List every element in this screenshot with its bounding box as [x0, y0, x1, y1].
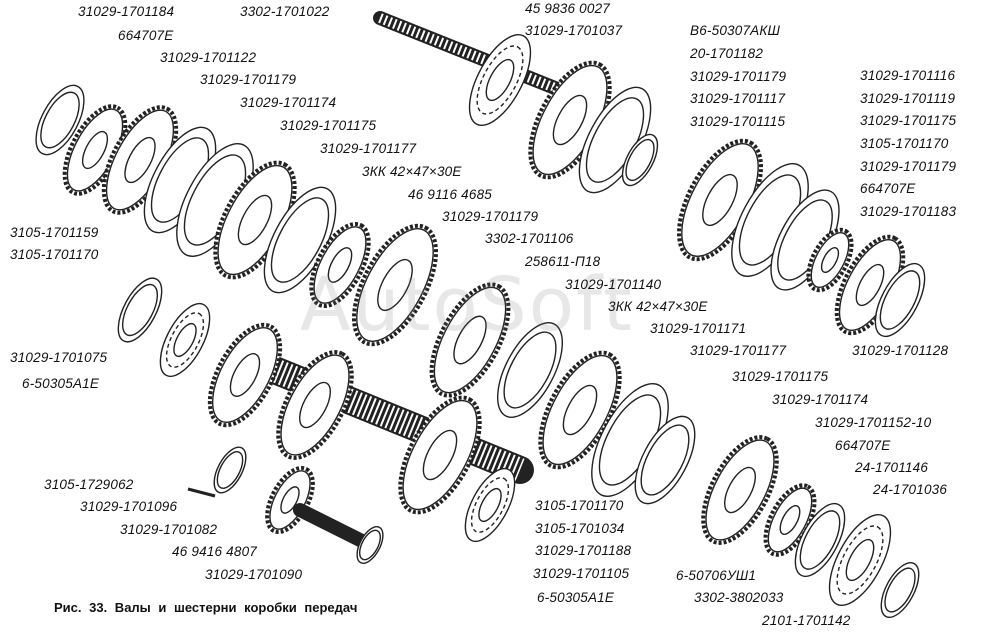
part-number-label: 31029-1701096 — [80, 499, 178, 514]
gear-hub — [422, 429, 458, 481]
part-number-label: 31029-1701122 — [160, 50, 257, 65]
ring-inner — [121, 283, 159, 337]
gear-hub — [280, 486, 300, 514]
part-number-label: 3КК 42×47×30Е — [608, 299, 708, 314]
part-number-label: 31029-1701177 — [690, 343, 787, 358]
gear-hub — [81, 130, 109, 170]
part-number-label: 31029-1701090 — [205, 567, 303, 582]
part-number-label: 31029-1701183 — [860, 204, 957, 219]
part-number-label: 6-50305А1Е — [537, 590, 615, 605]
part-number-label: 3302-1701106 — [485, 231, 574, 246]
part-number-label: 664707E — [118, 28, 174, 43]
gear-hub — [327, 247, 353, 283]
ring-inner — [799, 510, 841, 570]
ring-inner — [40, 91, 80, 149]
bearing-inner — [173, 322, 197, 358]
gear-hub — [237, 194, 273, 246]
part-number-label: 31029-1701179 — [442, 209, 539, 224]
part-number-label: 31029-1701184 — [78, 4, 175, 19]
gear-hub — [552, 94, 588, 146]
part-number-label: 31029-1701116 — [860, 68, 956, 83]
part-number-label: 24-1701036 — [873, 482, 948, 497]
bearing-inner — [845, 538, 875, 582]
bearing-inner — [485, 58, 515, 102]
part-number-label: 31029-1701119 — [860, 91, 956, 106]
part-number-label: 664707Е — [835, 438, 891, 453]
gear-hub — [779, 504, 801, 536]
part-number-label: 664707Е — [860, 181, 916, 196]
part-number-label: 3105-1701034 — [535, 521, 625, 536]
ring-inner — [216, 451, 244, 489]
part-number-label: 31029-1701179 — [200, 72, 297, 87]
part-number-label: 258611-П18 — [525, 254, 601, 269]
part-number-label: 45 9836 0027 — [525, 1, 610, 16]
idler-shaft — [293, 503, 377, 552]
part-number-label: В6-50307АКШ — [690, 23, 781, 38]
part-number-label: 20-1701182 — [690, 46, 764, 61]
part-number-label: 31029-1701140 — [565, 277, 662, 292]
part-number-label: 31029-1701128 — [852, 343, 949, 358]
part-number-label: 31029-1701075 — [10, 350, 108, 365]
ring-inner — [884, 567, 916, 613]
gear-hub — [299, 381, 331, 429]
part-number-label: 31029-1701105 — [533, 566, 630, 581]
part-number-label: 31029-1701037 — [525, 23, 623, 38]
part-number-label: 3105-1729062 — [44, 477, 134, 492]
part-number-label: 2101-1701142 — [762, 613, 851, 628]
part-number-label: 31029-1701175 — [280, 118, 377, 133]
bearing-inner — [478, 487, 502, 523]
ring-inner — [625, 138, 655, 182]
gear-hub — [855, 263, 885, 307]
ring-inner — [879, 270, 921, 330]
part-number-label: 3105-1701170 — [535, 498, 624, 513]
gear-hub — [453, 315, 487, 365]
part-number-label: 3105-1701170 — [860, 136, 949, 151]
part-number-label: 46 9116 4685 — [408, 187, 492, 202]
part-number-label: 24-1701146 — [855, 460, 929, 475]
part-number-label: 31029-1701175 — [732, 369, 829, 384]
gear-hub — [724, 466, 756, 514]
ring-inner — [358, 529, 382, 561]
part-number-label: 31029-1701179 — [690, 69, 787, 84]
gear-hub — [562, 384, 598, 436]
part-number-label: 31029-1701174 — [772, 392, 869, 407]
part-number-label: 3302-3802033 — [694, 590, 784, 605]
part-number-label: 31029-1701174 — [240, 95, 337, 110]
part-number-label: 31029-1701152-10 — [815, 415, 932, 430]
part-number-label: 31029-1701082 — [120, 522, 218, 537]
part-number-label: 3КК 42×47×30Е — [362, 164, 462, 179]
part-number-label: 31029-1701175 — [860, 113, 957, 128]
ring-inner — [640, 424, 690, 496]
pin — [187, 487, 216, 498]
part-number-label: 6-50706УШ1 — [676, 568, 757, 583]
input-shaft-splines — [378, 13, 562, 95]
part-number-label: 31029-1701179 — [860, 159, 957, 174]
part-number-label: 3105-1701159 — [10, 225, 99, 240]
ring-inner — [503, 331, 557, 409]
part-number-label: 31029-1701177 — [320, 141, 417, 156]
gear-hub — [229, 353, 261, 397]
gear-hub — [377, 258, 413, 312]
figure-caption: Рис. 33. Валы и шестерни коробки передач — [54, 600, 358, 615]
gear-hub — [820, 247, 840, 273]
part-number-label: 31029-1701117 — [690, 91, 786, 106]
countershaft-splines — [245, 348, 525, 482]
part-number-label: 31029-1701115 — [690, 114, 786, 129]
part-number-label: 31029-1701171 — [650, 321, 747, 336]
watermark: AutoSoft — [300, 262, 634, 348]
gear-hub — [124, 136, 156, 184]
part-number-label: 46 9416 4807 — [172, 544, 257, 559]
gear-hub — [702, 173, 738, 227]
part-number-label: 6-50305А1Е — [22, 376, 100, 391]
part-number-label: 31029-1701188 — [535, 543, 632, 558]
part-number-label: 3105-1701170 — [10, 247, 99, 262]
ring-inner — [270, 197, 330, 283]
part-number-label: 3302-1701022 — [240, 4, 330, 19]
